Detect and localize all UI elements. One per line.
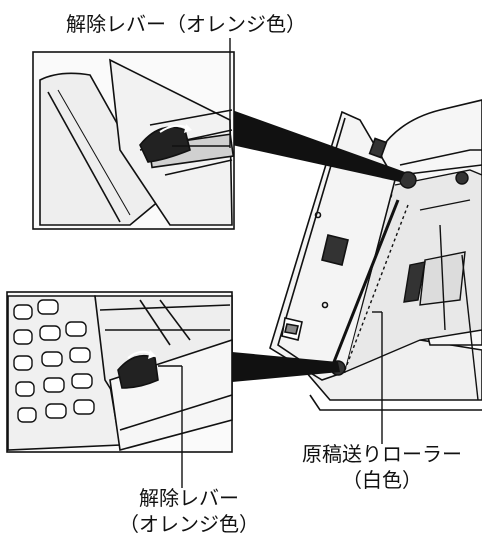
bottom-zoom-connector	[232, 352, 340, 382]
feed-roller-label-line1: 原稿送りローラー	[302, 442, 462, 466]
top-zoom-panel	[32, 38, 235, 230]
top-release-lever-label: 解除レバー（オレンジ色）	[66, 12, 306, 36]
bottom-release-lever-label-line2: （オレンジ色）	[119, 512, 259, 536]
bottom-release-lever-label: 解除レバー （オレンジ色）	[104, 486, 274, 536]
bottom-release-lever-label-line1: 解除レバー	[139, 486, 239, 510]
bottom-release-lever-mark	[117, 354, 159, 389]
bottom-zoom-panel	[6, 291, 233, 488]
feed-roller	[328, 169, 482, 401]
top-release-lever-mark	[139, 126, 191, 163]
feed-roller-label: 原稿送りローラー （白色）	[282, 442, 482, 492]
feed-roller-label-line2: （白色）	[342, 468, 422, 492]
top-zoom-connector	[232, 110, 405, 182]
